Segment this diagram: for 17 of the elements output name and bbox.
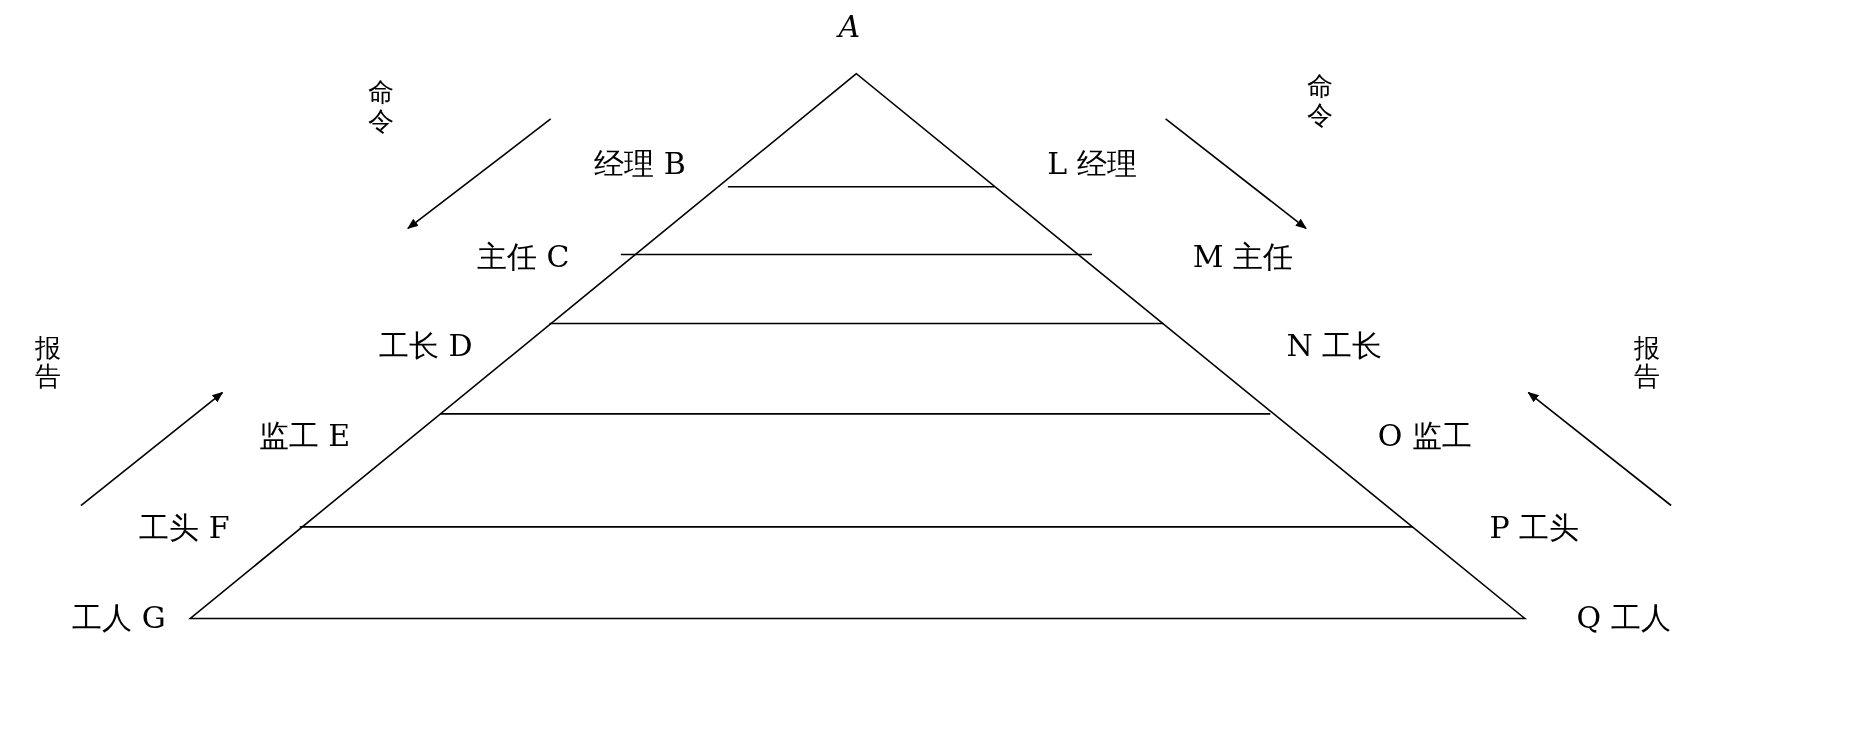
level-label: N 工长 [1286,328,1383,362]
level-label: 工头 F [139,510,230,544]
level-label: 工长 D [379,328,473,362]
level-label: 经理 B [594,146,686,180]
direction-label: 命令 [1306,72,1334,130]
level-label: M 主任 [1192,239,1294,273]
level-label: 监工 E [258,418,351,452]
level-label: L 经理 [1047,146,1137,180]
level-label: Q 工人 [1576,600,1671,634]
direction-label: 命令 [366,78,395,136]
level-label: O 监工 [1377,418,1472,452]
apex-label: A [838,9,861,43]
direction-label: 报告 [33,334,62,392]
direction-label: 报告 [1633,334,1661,392]
level-label: 主任 C [477,239,570,273]
level-label: 工人 G [72,600,166,634]
level-label: P 工头 [1489,510,1580,544]
